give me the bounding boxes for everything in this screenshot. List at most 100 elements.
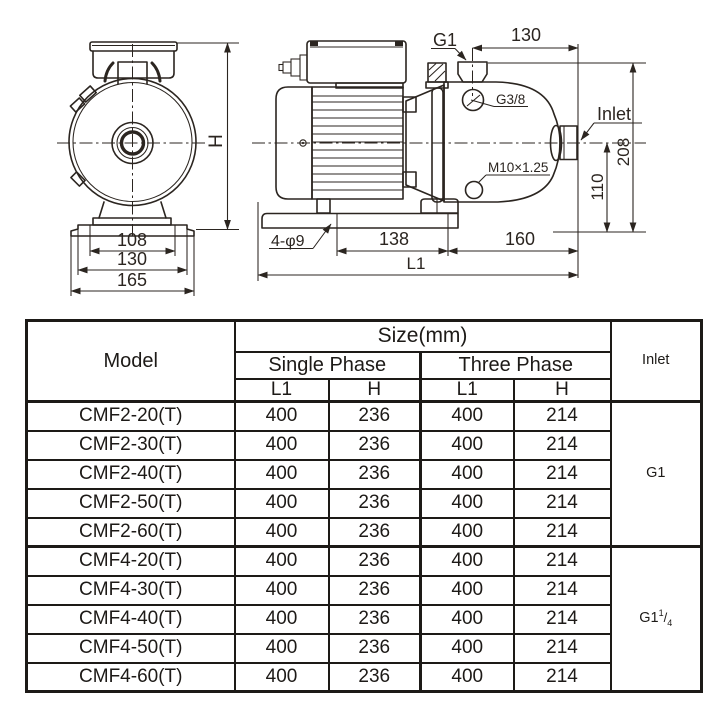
fan-cover <box>275 86 313 200</box>
col-header-three-phase: Three Phase <box>418 350 612 380</box>
inlet-label: Inlet <box>597 104 631 124</box>
tie-rod <box>431 87 444 203</box>
tp-h-cell: 214 <box>512 487 612 519</box>
pump-casing-front <box>68 77 197 207</box>
tp-l1-cell: 400 <box>419 516 515 548</box>
tp-h-cell: 214 <box>512 574 612 606</box>
tp-h-cell: 214 <box>512 400 612 432</box>
model-cell: CMF2-30(T) <box>25 429 236 461</box>
dim-108-label: 108 <box>117 230 147 250</box>
tp-h-cell: 214 <box>512 516 612 548</box>
table-row: CMF2-60(T) 400 236 400 214 <box>25 516 702 548</box>
sp-l1-cell: 400 <box>233 661 330 693</box>
sp-h-cell: 236 <box>327 574 422 606</box>
outlet-size-label: G1 <box>433 30 457 50</box>
tp-l1-cell: 400 <box>419 487 515 519</box>
table-row: CMF4-20(T) 400 236 400 214 G11/4 <box>25 545 703 693</box>
table-row: CMF2-40(T) 400 236 400 214 <box>25 458 702 490</box>
tp-l1-cell: 400 <box>419 458 515 490</box>
sp-h-cell: 236 <box>327 429 422 461</box>
inlet-cell-g1: G1 <box>609 400 703 548</box>
sp-l1-cell: 400 <box>233 487 330 519</box>
drain-plug <box>464 180 484 200</box>
tp-l1-cell: 400 <box>419 574 515 606</box>
col-header-tp-h: H <box>512 377 612 403</box>
outlet-port <box>457 61 488 83</box>
tp-h-cell: 214 <box>512 429 612 461</box>
table-row: CMF2-50(T) 400 236 400 214 <box>25 487 702 519</box>
tp-h-cell: 214 <box>512 661 612 693</box>
col-header-size: Size(mm) <box>233 319 612 353</box>
terminal-box-bracket <box>117 61 148 85</box>
table-row: CMF4-60(T) 400 236 400 214 <box>25 661 702 693</box>
col-header-sp-h: H <box>327 377 422 403</box>
tp-l1-cell: 400 <box>419 603 515 635</box>
sp-l1-cell: 400 <box>233 429 330 461</box>
sp-h-cell: 236 <box>327 400 422 432</box>
sp-h-cell: 236 <box>327 458 422 490</box>
hub-outer-ring <box>111 121 154 165</box>
tp-h-cell: 214 <box>512 632 612 664</box>
motor-body <box>311 86 404 200</box>
table-row: CMF4-50(T) 400 236 400 214 <box>25 632 702 664</box>
dim-130-label: 130 <box>117 249 147 269</box>
side-view-drawing: G1 130 G3/8 M10×1.25 Inlet 208 110 4-φ9 … <box>252 25 646 281</box>
sp-h-cell: 236 <box>327 487 422 519</box>
bracket-foot <box>420 198 459 214</box>
model-cell: CMF4-60(T) <box>25 661 236 693</box>
col-header-tp-l1: L1 <box>419 377 515 403</box>
pump-dimension-drawings: 108 130 165 H <box>57 25 646 296</box>
sp-l1-cell: 400 <box>233 603 330 635</box>
model-cell: CMF2-50(T) <box>25 487 236 519</box>
dim-138-label: 138 <box>379 229 409 249</box>
tp-h-cell: 214 <box>512 458 612 490</box>
sp-h-cell: 236 <box>327 603 422 635</box>
tp-l1-cell: 400 <box>419 661 515 693</box>
table-row: CMF4-40(T) 400 236 400 214 <box>25 603 702 635</box>
sp-l1-cell: 400 <box>233 545 330 577</box>
table-row: CMF2-20(T) 400 236 400 214 G1 <box>25 400 703 548</box>
inlet-port <box>559 125 578 161</box>
model-cell: CMF4-40(T) <box>25 603 236 635</box>
priming-plug <box>461 88 485 112</box>
sp-l1-cell: 400 <box>233 458 330 490</box>
sp-h-cell: 236 <box>327 545 422 577</box>
table-row: CMF2-30(T) 400 236 400 214 <box>25 429 702 461</box>
front-view-drawing: 108 130 165 H <box>57 41 239 296</box>
model-cell: CMF4-50(T) <box>25 632 236 664</box>
tp-h-cell: 214 <box>512 603 612 635</box>
model-cell: CMF2-20(T) <box>25 400 236 432</box>
sp-l1-cell: 400 <box>233 632 330 664</box>
sp-h-cell: 236 <box>327 516 422 548</box>
table-row: CMF4-30(T) 400 236 400 214 <box>25 574 702 606</box>
dim-l1-label: L1 <box>407 254 426 273</box>
tp-l1-cell: 400 <box>419 632 515 664</box>
sp-h-cell: 236 <box>327 632 422 664</box>
cable-gland <box>299 54 308 81</box>
sp-l1-cell: 400 <box>233 574 330 606</box>
mounting-holes-label: 4-φ9 <box>271 233 305 250</box>
inlet-cell-g1-quarter: G11/4 <box>609 545 703 693</box>
dimension-table: Model Size(mm) Inlet Single Phase Three … <box>25 319 704 693</box>
dim-160-label: 160 <box>505 229 535 249</box>
dim-165-label: 165 <box>117 270 147 290</box>
tp-l1-cell: 400 <box>419 545 515 577</box>
sp-l1-cell: 400 <box>233 516 330 548</box>
dim-110-label: 110 <box>588 173 607 200</box>
plug-m10-label: M10×1.25 <box>488 160 548 175</box>
dim-h-label: H <box>206 134 227 148</box>
shaft-bore <box>119 130 146 156</box>
dim-130-top-label: 130 <box>511 25 541 45</box>
model-cell: CMF2-60(T) <box>25 516 236 548</box>
plug-g38-label: G3/8 <box>496 92 525 107</box>
col-header-sp-l1: L1 <box>233 377 330 403</box>
model-cell: CMF4-20(T) <box>25 545 236 577</box>
dim-208-label: 208 <box>614 138 633 166</box>
tp-l1-cell: 400 <box>419 400 515 432</box>
terminal-box-lid-front <box>89 41 178 52</box>
col-header-inlet: Inlet <box>609 319 703 403</box>
model-cell: CMF4-30(T) <box>25 574 236 606</box>
sp-h-cell: 236 <box>327 661 422 693</box>
col-header-single-phase: Single Phase <box>233 350 422 380</box>
